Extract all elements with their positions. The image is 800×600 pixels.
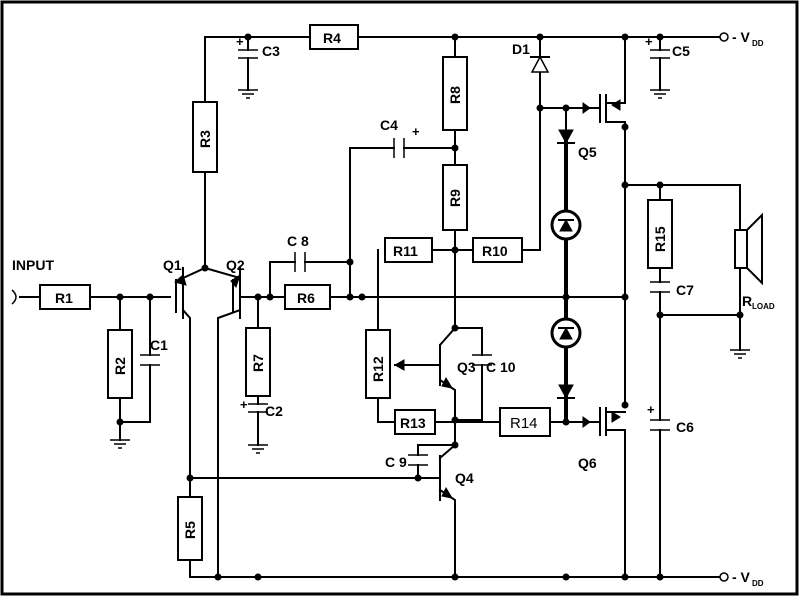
- c8-label: C 8: [287, 233, 309, 249]
- c3-label: C3: [262, 43, 280, 59]
- vdd-top-sub: DD: [752, 39, 764, 48]
- resistor-r6: R6: [284, 284, 331, 310]
- capacitor-c8: C 8: [287, 233, 309, 272]
- resistor-r14: R14: [499, 407, 551, 437]
- vdd-top-terminal: - V DD: [719, 29, 764, 48]
- r8-label: R8: [447, 86, 463, 104]
- resistor-r4: R4: [309, 24, 359, 50]
- ground-symbols: [110, 89, 750, 454]
- resistor-r15: R15: [647, 199, 673, 269]
- resistor-r8: R8: [442, 56, 468, 131]
- bias-diode-upper: [557, 129, 575, 145]
- resistor-r9: R9: [442, 164, 468, 231]
- q2-label: Q2: [226, 257, 245, 273]
- c2-plus: +: [240, 397, 248, 412]
- r7-label: R7: [250, 354, 266, 372]
- c6-label: C6: [676, 419, 694, 435]
- r11-label: R11: [393, 243, 418, 259]
- resistor-r10: R10: [472, 237, 523, 263]
- wires: [19, 36, 741, 578]
- c10-label: C 10: [486, 359, 516, 375]
- resistor-r12: R12: [365, 329, 391, 399]
- r2-label: R2: [112, 357, 128, 375]
- capacitor-c4: C4 +: [380, 117, 420, 158]
- q3-label: Q3: [457, 359, 476, 375]
- capacitor-c6: C6 +: [647, 402, 694, 435]
- resistor-r1: R1: [39, 284, 91, 310]
- q4-label: Q4: [455, 470, 474, 486]
- diode-d1: D1: [512, 41, 550, 73]
- vdd-bottom-terminal: - V DD: [719, 569, 764, 588]
- c9-label: C 9: [385, 454, 407, 470]
- transistor-q1: Q1: [163, 257, 187, 313]
- transistor-q6: Q6: [578, 411, 621, 471]
- zener-lower: [550, 317, 582, 349]
- d1-label: D1: [512, 41, 530, 57]
- zener-upper: [550, 209, 582, 241]
- capacitor-c10: C 10: [472, 354, 516, 375]
- q1-label: Q1: [163, 257, 182, 273]
- capacitor-c2: C2 +: [240, 397, 283, 419]
- resistor-r7: R7: [245, 327, 271, 397]
- rload-sub: LOAD: [752, 302, 775, 311]
- r15-label: R15: [652, 226, 668, 252]
- rload-label: R: [742, 293, 752, 309]
- r6-label: R6: [297, 290, 315, 306]
- q5-label: Q5: [578, 144, 597, 160]
- transistor-q3: Q3: [393, 344, 476, 389]
- r13-label: R13: [400, 415, 426, 431]
- c5-plus: +: [645, 34, 653, 49]
- q6-label: Q6: [578, 455, 597, 471]
- capacitor-c7: C7: [650, 281, 694, 298]
- resistor-r3: R3: [192, 101, 218, 173]
- c7-label: C7: [676, 282, 694, 298]
- capacitor-c3: C3 +: [236, 34, 280, 59]
- vdd-bottom-label: - V: [732, 569, 751, 585]
- resistor-r13: R13: [394, 409, 436, 435]
- c4-plus: +: [412, 124, 420, 139]
- c2-label: C2: [265, 403, 283, 419]
- c4-label: C4: [380, 117, 398, 133]
- vdd-bottom-sub: DD: [752, 579, 764, 588]
- transistor-q2: Q2: [226, 257, 245, 313]
- input-label: INPUT: [12, 257, 54, 273]
- capacitor-c1: C1: [140, 337, 168, 366]
- junction-dots: [116, 33, 744, 581]
- resistor-r5: R5: [177, 496, 203, 561]
- c6-plus: +: [647, 402, 655, 417]
- c3-plus: +: [236, 34, 244, 49]
- r14-label: R14: [510, 415, 538, 432]
- input-terminal: INPUT: [11, 257, 54, 305]
- capacitor-c9: C 9: [385, 454, 428, 470]
- r5-label: R5: [182, 521, 198, 539]
- r10-label: R10: [482, 243, 508, 259]
- r12-label: R12: [370, 356, 386, 382]
- r3-label: R3: [197, 130, 213, 148]
- bias-diode-lower: [557, 384, 575, 400]
- c5-label: C5: [672, 43, 690, 59]
- capacitor-c5: C5 +: [645, 34, 690, 59]
- r4-label: R4: [323, 30, 341, 46]
- resistor-r2: R2: [107, 329, 133, 399]
- transistor-q4: Q4: [439, 455, 474, 501]
- speaker: R LOAD: [734, 212, 775, 311]
- r9-label: R9: [447, 189, 463, 207]
- c1-label: C1: [150, 337, 168, 353]
- vdd-top-label: - V: [732, 29, 751, 45]
- resistor-r11: R11: [384, 237, 433, 263]
- r1-label: R1: [55, 290, 73, 306]
- transistor-q5: Q5: [578, 99, 621, 160]
